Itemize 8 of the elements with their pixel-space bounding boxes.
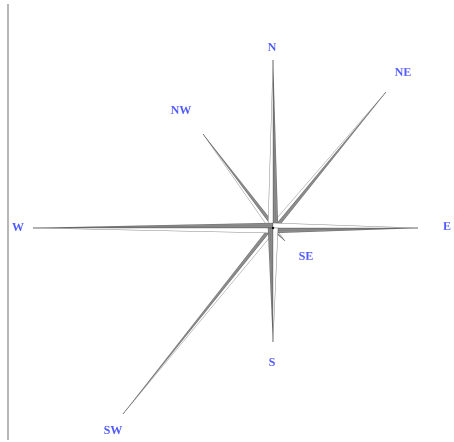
direction-label: E <box>443 222 450 230</box>
direction-label: NE <box>394 68 411 76</box>
direction-label: NW <box>170 106 192 114</box>
direction-label: W <box>12 222 24 232</box>
direction-label: SW <box>104 426 122 434</box>
direction-label: N <box>268 43 276 51</box>
direction-label: S <box>269 358 275 366</box>
direction-label: SE <box>299 252 313 260</box>
